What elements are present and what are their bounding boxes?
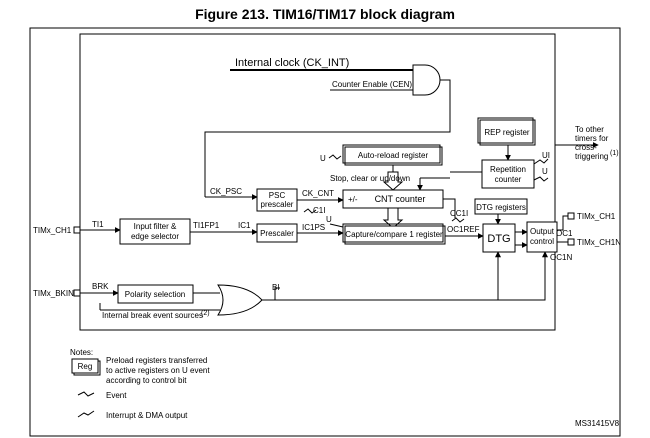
- reg-desc-1: Preload registers transferred: [106, 356, 207, 365]
- reg-desc-2: to active registers on U event: [106, 366, 210, 375]
- bi-label: BI: [272, 283, 280, 292]
- auto-reload-label: Auto-reload register: [358, 151, 429, 160]
- timx-ch1-out-pin: [567, 212, 575, 220]
- figure-title: Figure 213. TIM16/TIM17 block diagram: [195, 6, 455, 22]
- timx-bkin-pin: [73, 289, 81, 297]
- to-other-timers-2: timers for: [575, 134, 609, 143]
- cc1i-label: CC1I: [450, 209, 468, 218]
- c1i-label: C1I: [313, 206, 325, 215]
- psc-prescaler-label-2: prescaler: [261, 200, 294, 209]
- cnt-counter-label: CNT counter: [375, 194, 426, 204]
- reg-box-label: Reg: [78, 362, 93, 371]
- ti1fp1-label: TI1FP1: [193, 221, 220, 230]
- notes-heading: Notes:: [70, 348, 93, 357]
- repetition-counter-label-1: Repetition: [490, 165, 526, 174]
- oc1ref-label: OC1REF: [447, 225, 480, 234]
- dtg-registers-box: [474, 198, 528, 215]
- figure-id: MS31415V8: [575, 419, 620, 428]
- repetition-counter-box: [481, 159, 535, 189]
- to-other-timers-1: To other: [575, 125, 604, 134]
- u-label-capture: U: [326, 215, 332, 224]
- repetition-counter-label-2: counter: [495, 175, 522, 184]
- u-label-left: U: [320, 154, 326, 163]
- ck-cnt-label: CK_CNT: [302, 189, 334, 198]
- to-other-timers-4: triggering: [575, 152, 608, 161]
- oc1n-label: OC1N: [550, 253, 572, 262]
- u-label-right: U: [542, 167, 548, 176]
- timx-ch1n-label: TIMx_CH1N: [577, 238, 621, 247]
- brk-label: BRK: [92, 282, 109, 291]
- timx-ch1n-pin: [567, 238, 575, 246]
- psc-prescaler-label-1: PSC: [269, 191, 286, 200]
- output-control-label-1: Output: [530, 227, 555, 236]
- input-filter-label-2: edge selector: [131, 232, 179, 241]
- polarity-selection-label: Polarity selection: [125, 290, 185, 299]
- oc1-label: OC1: [556, 229, 573, 238]
- ck-psc-label: CK_PSC: [210, 187, 242, 196]
- timx-ch1-out-label: TIMx_CH1: [577, 212, 616, 221]
- prescaler-label: Prescaler: [260, 229, 294, 238]
- counter-enable-label: Counter Enable (CEN): [332, 80, 412, 89]
- interrupt-icon: [77, 410, 95, 418]
- cnt-pm-label: +/-: [348, 195, 358, 204]
- output-control-label-2: control: [530, 237, 554, 246]
- dtg-registers-label: DTG registers: [476, 203, 526, 212]
- ui-label: UI: [542, 151, 550, 160]
- output-control-box: [526, 221, 558, 253]
- internal-break-sup: (2): [201, 310, 210, 317]
- polarity-selection-box: [117, 284, 194, 304]
- to-other-timers-3: cross-: [575, 143, 597, 152]
- rep-register-label: REP register: [484, 128, 530, 137]
- stop-clear-label: Stop, clear or up/down: [330, 174, 410, 183]
- dtg-label: DTG: [487, 233, 510, 245]
- timx-ch1-in-label: TIMx_CH1: [33, 226, 72, 235]
- ic1ps-label: IC1PS: [302, 223, 325, 232]
- or-gate-shape: [217, 284, 263, 316]
- input-filter-label-1: Input filter &: [134, 222, 177, 231]
- timx-ch1-pin: [73, 226, 81, 234]
- capture-compare-label: Capture/compare 1 register: [345, 230, 443, 239]
- internal-break-label: Internal break event sources: [102, 311, 203, 320]
- ti1-label: TI1: [92, 220, 104, 229]
- input-filter-box: [119, 218, 191, 245]
- rep-register-box: [479, 119, 536, 146]
- to-other-timers-sup: (1): [610, 150, 619, 157]
- event-icon: [77, 391, 95, 397]
- event-label: Event: [106, 391, 127, 400]
- reg-desc-3: according to control bit: [106, 376, 187, 385]
- capture-compare-box: [344, 225, 446, 245]
- and-gate-shape: [412, 64, 441, 96]
- interrupt-label: Interrupt & DMA output: [106, 411, 188, 420]
- internal-clock-label: Internal clock (CK_INT): [235, 57, 349, 69]
- outer-frame: [29, 27, 621, 437]
- ic1-label: IC1: [238, 221, 251, 230]
- timx-bkin-label: TIMx_BKIN: [33, 289, 74, 298]
